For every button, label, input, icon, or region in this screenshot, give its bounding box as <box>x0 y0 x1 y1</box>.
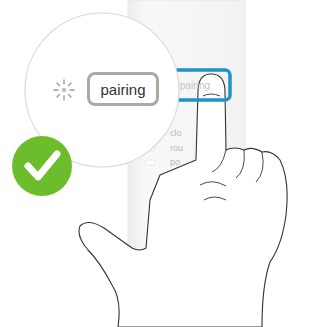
led-label: rou <box>170 143 183 153</box>
button-label: pairing <box>100 81 145 98</box>
led-label: clo <box>170 128 182 138</box>
hand-lines <box>200 150 263 200</box>
fingernail <box>203 94 220 96</box>
pairing-button: pairing <box>163 72 227 98</box>
check-badge <box>12 136 72 196</box>
pairing-button-zoom: pairing <box>87 72 159 106</box>
button-label: pairing <box>180 80 210 91</box>
blink-icon <box>54 80 74 100</box>
led-label: po <box>170 157 180 167</box>
check-mark <box>28 154 57 177</box>
